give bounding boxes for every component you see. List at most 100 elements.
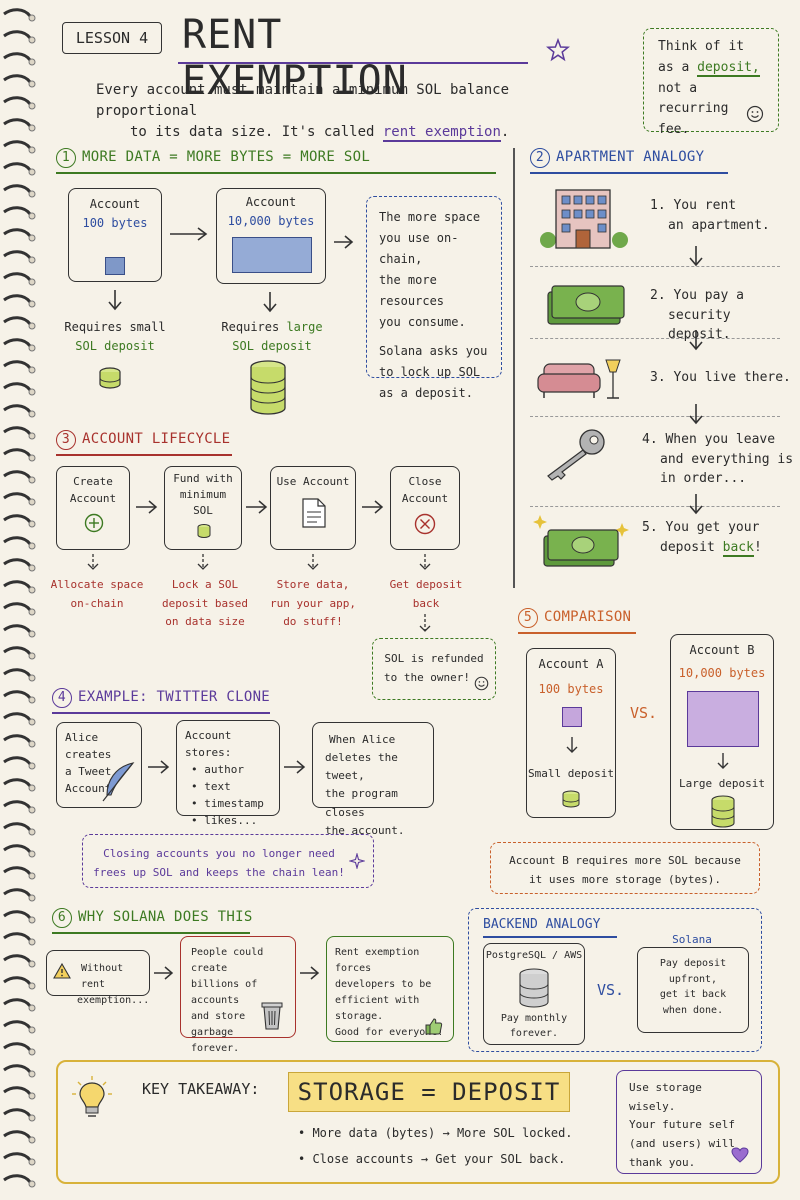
twitter-tip-a: Closing accounts you no longer need — [103, 847, 335, 860]
intro-text: Every account must maintain a minimum SO… — [96, 80, 616, 143]
spiral-hole — [28, 828, 36, 836]
twitter-store-item-1: author — [204, 763, 244, 777]
spiral-hole — [28, 344, 36, 352]
spiral-hole — [28, 1136, 36, 1144]
small-account-size: 100 bytes — [82, 215, 148, 230]
backend-right-c: get it back — [659, 989, 727, 1000]
why-box-3-d: Good for everyone! — [335, 1027, 444, 1038]
database-icon — [518, 968, 550, 1008]
spiral-ring — [3, 316, 32, 326]
sec6-heading-underline — [52, 932, 250, 934]
small-req-line-2: SOL deposit — [75, 338, 155, 353]
arrow-small-to-large — [170, 226, 210, 242]
lifecycle-down-3 — [306, 554, 320, 572]
takeaway-note-a: Use storage wisely. — [629, 1081, 702, 1113]
why-box-1-a: Without rent — [81, 963, 124, 990]
compare-b-coins-icon — [709, 795, 737, 829]
spiral-hole — [28, 718, 36, 726]
lifecycle-fund-c: SOL — [193, 503, 213, 517]
twitter-store-item: • likes... — [191, 814, 258, 828]
deposit-note-line-1: Think of it — [658, 39, 745, 54]
intro-line-2: to its data size. It's called rent exemp… — [96, 122, 616, 143]
spiral-hole — [28, 938, 36, 946]
refund-note-a: SOL is refunded — [384, 652, 484, 665]
backend-right-a: Pay deposit — [659, 958, 727, 969]
compare-note: Account B requires more SOL because it u… — [490, 842, 760, 894]
coin-stack-icon — [97, 366, 123, 390]
spiral-ring — [3, 844, 32, 854]
spiral-ring — [3, 536, 32, 546]
money-icon — [544, 278, 628, 328]
spiral-hole — [28, 300, 36, 308]
spiral-hole — [28, 322, 36, 330]
lifecycle-desc-4-a: Get deposit — [389, 578, 463, 591]
sec1-note-3: the more resources — [379, 273, 445, 308]
large-requirement: Requires large SOL deposit — [210, 318, 334, 355]
twitter-store-item-3: timestamp — [204, 797, 264, 811]
warning-icon — [53, 963, 71, 979]
deposit-note-line-2a: as a — [658, 59, 690, 75]
intro-line-1: Every account must maintain a minimum SO… — [96, 82, 510, 119]
star-icon — [546, 38, 570, 62]
why-box-2-b: billions of accounts — [191, 979, 258, 1006]
large-req-line-2: SOL deposit — [232, 338, 312, 353]
sec2-heading-underline — [530, 172, 728, 174]
spiral-ring — [3, 404, 32, 414]
spiral-ring — [3, 206, 32, 216]
backend-left-b: forever. — [509, 1027, 559, 1039]
twitter-create-box: Alice creates a Tweet Account — [56, 722, 142, 808]
document-icon — [301, 497, 327, 529]
spiral-hole — [28, 1114, 36, 1122]
sparkle-icon — [349, 853, 365, 869]
spiral-ring — [3, 228, 32, 238]
twitter-close-a: When Alice — [329, 733, 396, 746]
apt-step-3: 3. You live there. — [650, 368, 791, 388]
apt-arrow-4 — [688, 494, 704, 516]
spiral-hole — [28, 916, 36, 924]
spiral-hole — [28, 894, 36, 902]
apt-separator-1 — [530, 266, 780, 267]
why-box-1-text: Without rent exemption... — [77, 961, 149, 1009]
x-circle-icon — [414, 513, 436, 535]
spiral-ring — [3, 888, 32, 898]
compare-b-size: 10,000 bytes — [678, 665, 766, 680]
apt-separator-4 — [530, 506, 780, 507]
takeaway-label: KEY TAKEAWAY: — [142, 1080, 260, 1098]
sec3-number: 3 — [56, 430, 76, 450]
spiral-ring — [3, 272, 32, 282]
spiral-hole — [28, 388, 36, 396]
spiral-ring — [3, 492, 32, 502]
lifecycle-desc-2-b: deposit based — [161, 596, 249, 610]
lifecycle-create-b: Account — [69, 492, 117, 506]
large-req-b: large — [286, 320, 323, 334]
takeaway-note-b: Your future self — [629, 1118, 735, 1132]
spiral-hole — [28, 454, 36, 462]
backend-left-a: Pay monthly — [500, 1013, 568, 1024]
sec2-title: APARTMENT ANALOGY — [556, 149, 705, 165]
large-account-title: Account — [245, 195, 297, 209]
smiley-icon — [746, 105, 764, 123]
trash-icon — [259, 999, 285, 1031]
lifecycle-desc-1: Allocate space on-chain — [50, 576, 144, 613]
spiral-ring — [3, 360, 32, 370]
why-box-2-a: People could create — [191, 947, 264, 974]
takeaway-note-d: thank you. — [629, 1155, 696, 1169]
twitter-close-c: the program closes — [325, 787, 398, 819]
large-account-card: Account 10,000 bytes — [216, 188, 326, 284]
spiral-ring — [3, 294, 32, 304]
takeaway-bullets: • More data (bytes) → More SOL locked. •… — [298, 1120, 573, 1173]
takeaway-note: Use storage wisely. Your future self (an… — [616, 1070, 762, 1174]
spiral-ring — [3, 822, 32, 832]
compare-note-text: Account B requires more SOL because it u… — [491, 851, 759, 890]
intro-end: . — [500, 124, 510, 140]
spiral-ring — [3, 140, 32, 150]
twitter-create-b: a Tweet — [65, 765, 112, 779]
spiral-ring — [3, 514, 32, 524]
sec1-note-7: as a deposit. — [379, 386, 473, 400]
sec1-note-spacer — [379, 333, 489, 341]
spiral-ring — [3, 1020, 32, 1030]
sec5-heading-underline — [518, 632, 636, 634]
couch-icon — [536, 352, 630, 406]
backend-left-text: Pay monthly forever. — [484, 1012, 584, 1041]
